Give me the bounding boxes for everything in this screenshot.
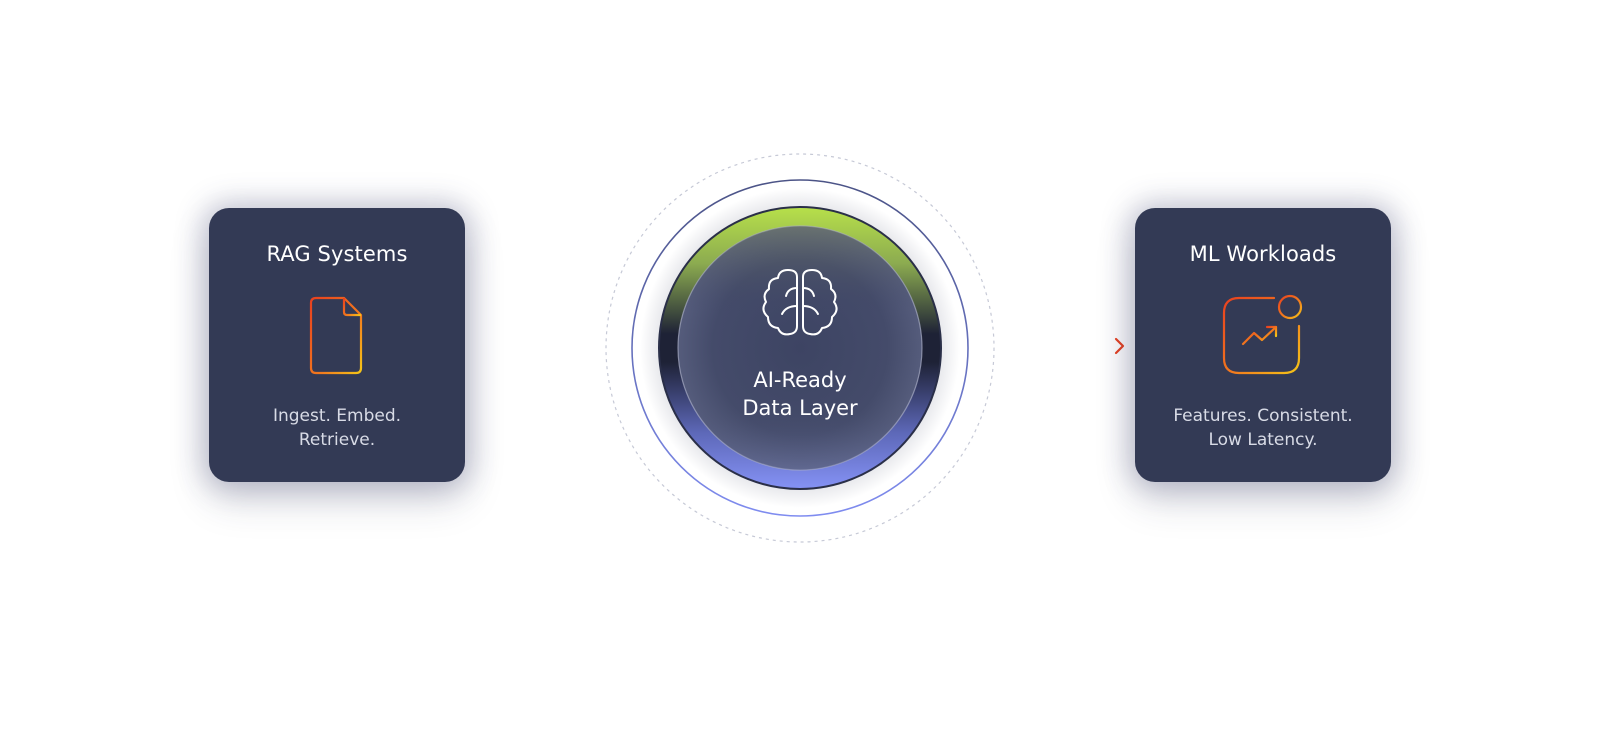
trending-chart-icon <box>1218 292 1308 382</box>
hub-label-line-2: Data Layer <box>742 396 858 420</box>
ml-desc-line-1: Features. Consistent. <box>1173 406 1353 426</box>
brain-icon <box>762 269 838 336</box>
rag-systems-description: Ingest. Embed. Retrieve. <box>219 404 455 452</box>
rag-desc-line-1: Ingest. Embed. <box>272 406 402 426</box>
document-icon <box>292 292 382 382</box>
rag-systems-title: RAG Systems <box>266 242 408 266</box>
ml-workloads-description: Features. Consistent. Low Latency. <box>1145 404 1381 452</box>
rag-systems-card: RAG Systems Ingest. Embed. Retrieve <box>209 208 465 482</box>
ml-workloads-card: ML Workloads Features. Consistent. Low L… <box>1135 208 1391 482</box>
ai-ready-data-layer-hub: AI-Ready Data Layer <box>598 146 1002 550</box>
right-connector-arrow <box>976 331 1128 361</box>
ml-workloads-title: ML Workloads <box>1189 242 1337 266</box>
hub-label-line-1: AI-Ready <box>753 368 847 392</box>
ml-desc-line-2: Low Latency. <box>1208 430 1318 450</box>
hub-label: AI-Ready Data Layer <box>598 366 1002 422</box>
rag-desc-line-2: Retrieve. <box>298 430 376 450</box>
